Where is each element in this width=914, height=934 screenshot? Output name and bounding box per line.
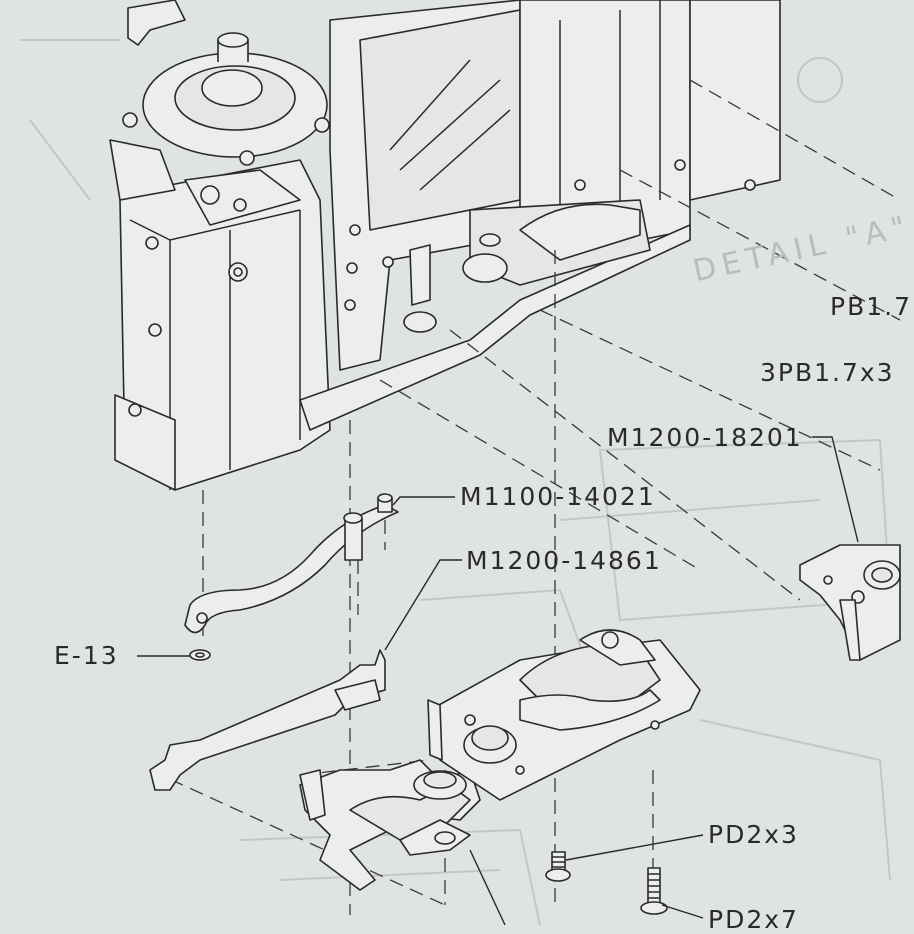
bleed-through-artwork <box>20 39 892 926</box>
exploded-parts-diagram: M1100-14021 M1200-14861 M1200-18201 E-13… <box>20 0 914 934</box>
body-base-plate <box>114 199 691 491</box>
part-unit-m1200-18201 <box>799 544 901 661</box>
label-m1100-14021: M1100-14021 <box>460 482 656 511</box>
callout-leader-lines <box>137 436 859 926</box>
part-slide-bar-m1200-14861 <box>149 649 386 791</box>
camera-body-assembly <box>109 0 781 491</box>
label-3pb1-7x3: 3PB1.7x3 <box>760 358 895 387</box>
part-screw-pd2x7 <box>640 867 668 915</box>
label-e-13: E-13 <box>54 641 119 670</box>
part-drive-module <box>299 629 701 821</box>
diagram-drawing <box>20 0 901 926</box>
label-m1200-18201: M1200-18201 <box>607 423 803 452</box>
top-dial-unit <box>109 32 330 226</box>
part-screw-pd2x3 <box>545 851 571 882</box>
part-e-ring-e-13 <box>189 649 211 661</box>
label-pb1-7: PB1.7 <box>830 292 912 321</box>
part-bottom-plate <box>299 759 481 891</box>
label-pd2x3: PD2x3 <box>708 820 799 849</box>
label-m1200-14861: M1200-14861 <box>466 546 662 575</box>
shutter-frame <box>519 0 781 241</box>
label-pd2x7: PD2x7 <box>708 905 799 934</box>
mirror-box-frame <box>329 0 574 371</box>
part-lever-m1100-14021 <box>184 493 399 634</box>
top-left-bracket <box>127 0 186 46</box>
